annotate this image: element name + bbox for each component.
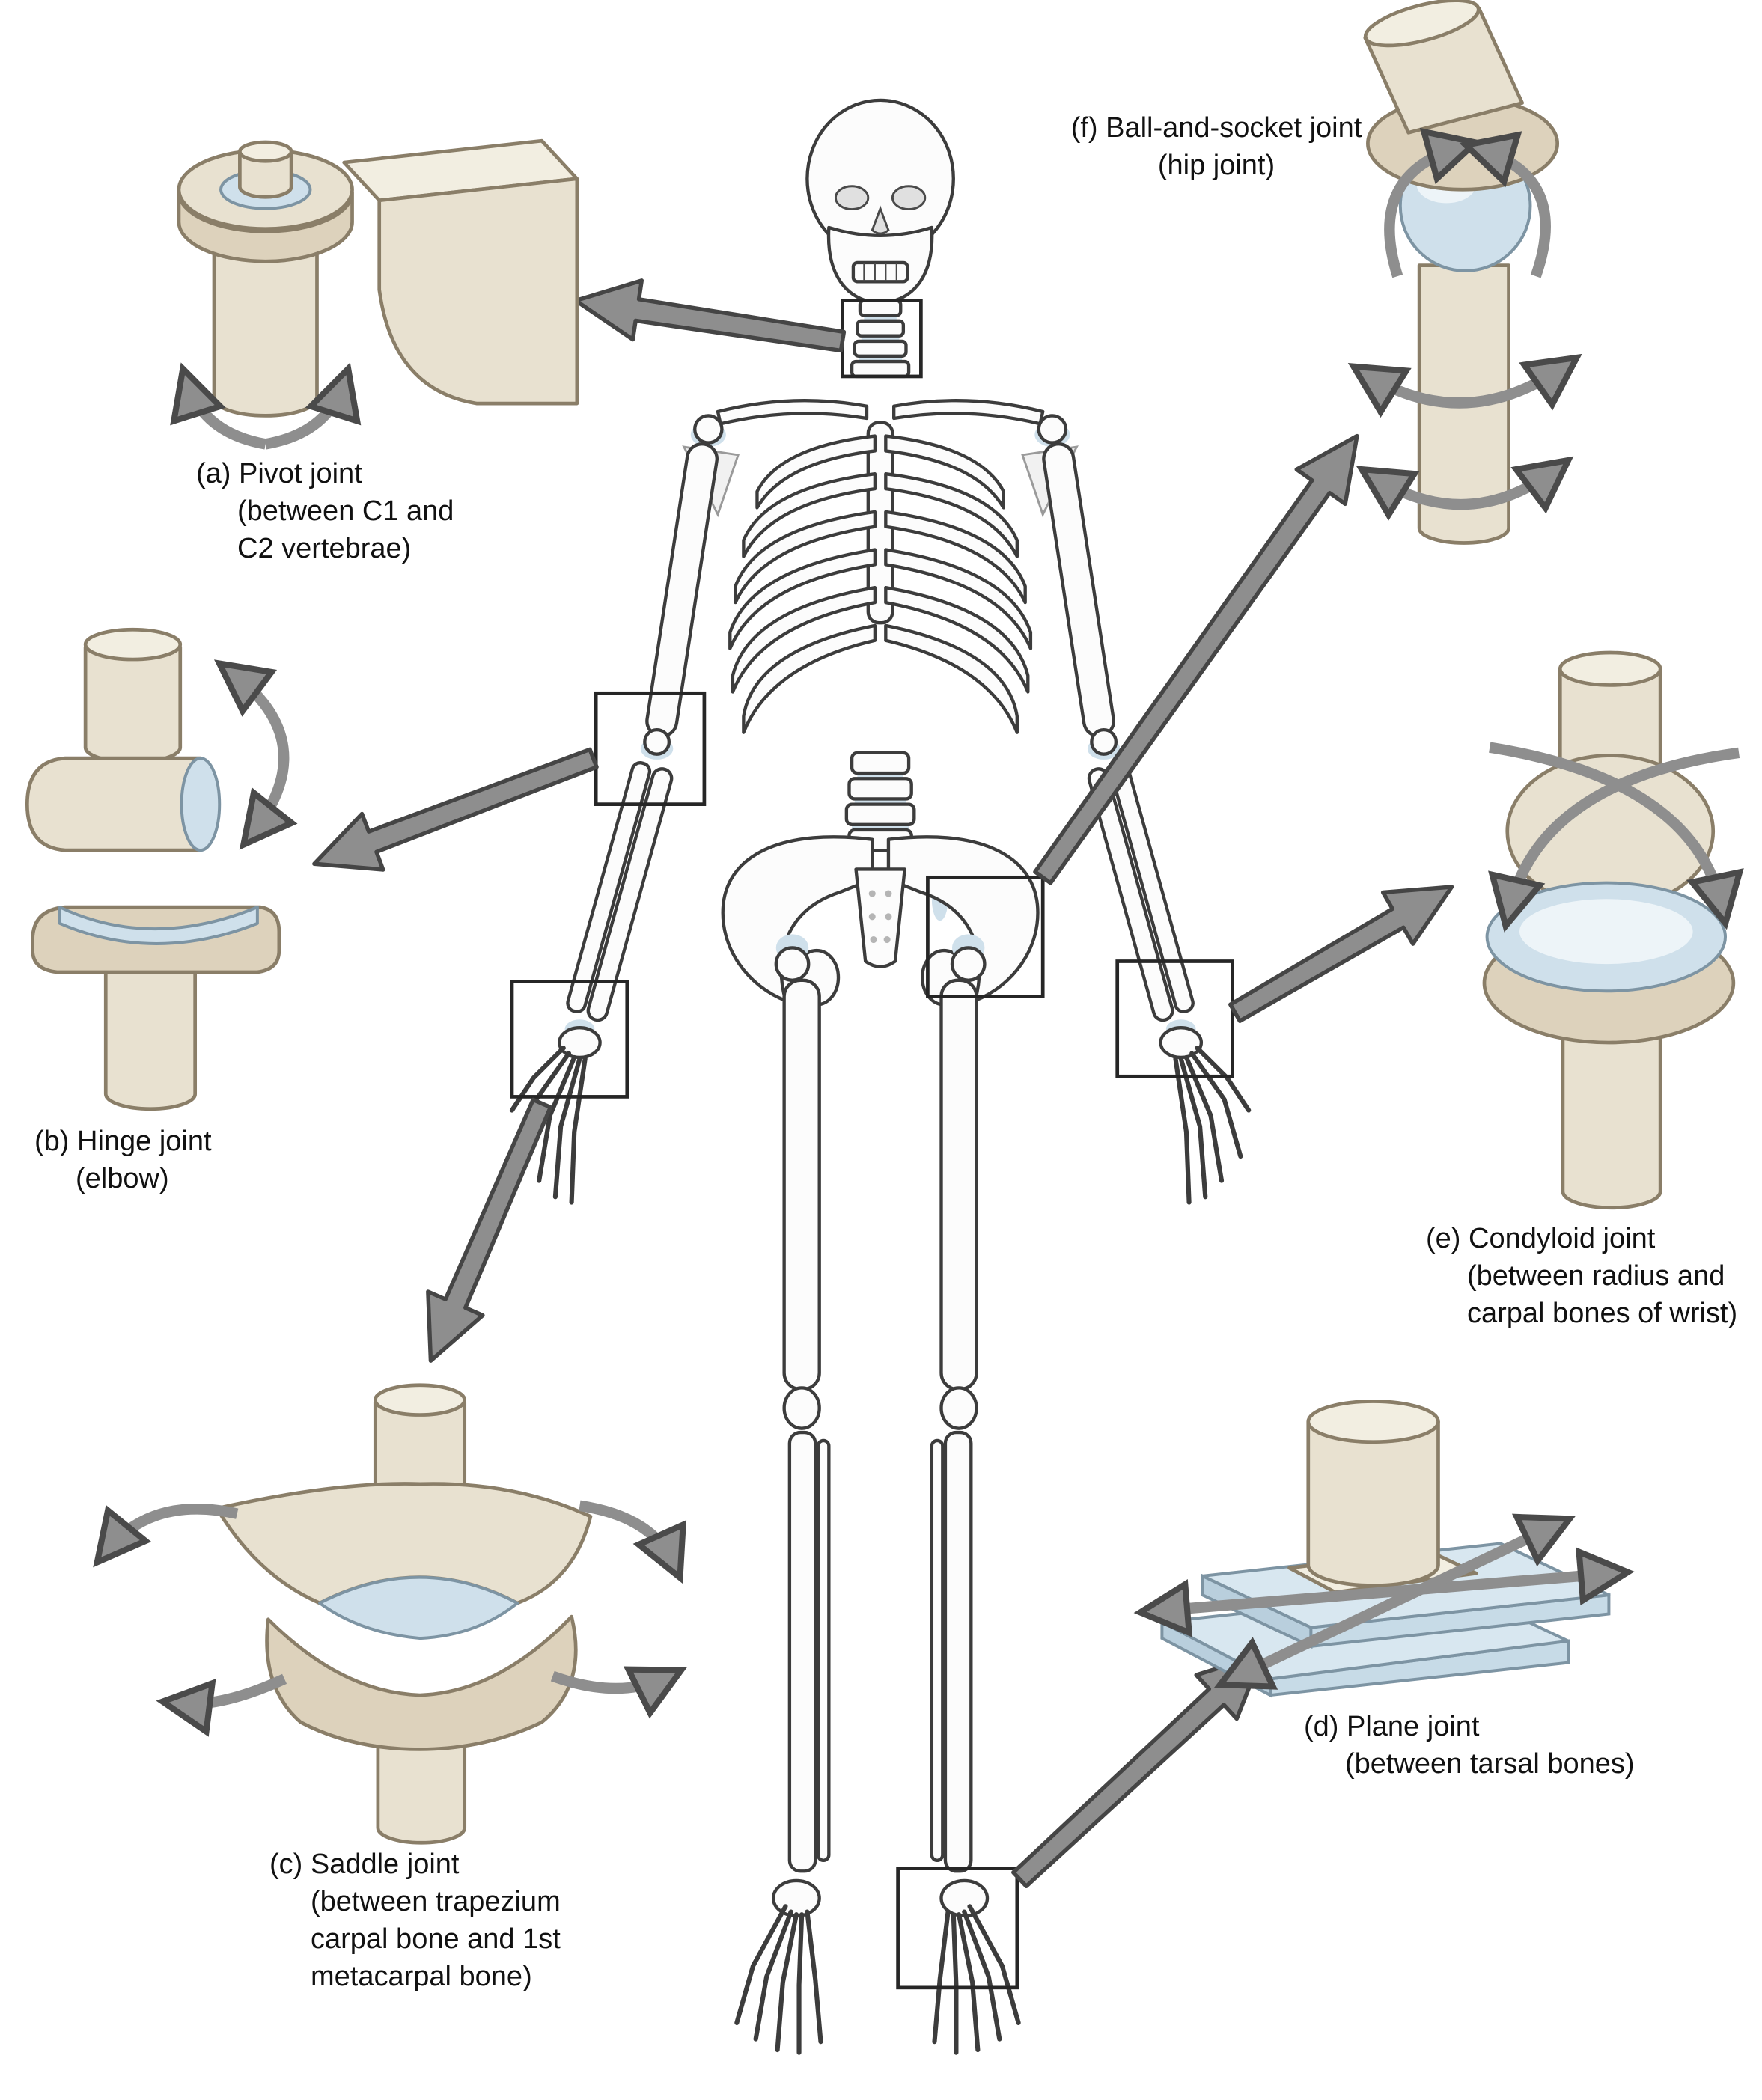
- label-saddle-joint: (c) Saddle joint (between trapezium carp…: [269, 1849, 561, 1993]
- eye-socket-left: [834, 185, 870, 210]
- connector-arrow: [312, 747, 599, 872]
- skeleton: [509, 98, 1252, 2055]
- label-plane-joint: (d) Plane joint (between tarsal bones): [1304, 1711, 1635, 1780]
- highlight-box-left-elbow: [594, 691, 707, 806]
- skull: [805, 98, 955, 305]
- cartilage-surface: [58, 906, 259, 945]
- connector-arrows: [312, 278, 1454, 1889]
- ball-and-socket-joint-illustration: [1347, 0, 1582, 545]
- motion-arrow: [1384, 127, 1483, 278]
- label-pivot-joint: (a) Pivot joint (between C1 and C2 verte…: [196, 458, 454, 565]
- cartilage-surface: [318, 1575, 519, 1640]
- hinge-joint-illustration: [25, 627, 298, 1111]
- motion-arrow: [1488, 747, 1740, 933]
- eye-socket-right: [891, 185, 927, 210]
- pelvis: [721, 835, 1040, 1007]
- cervical-spine: [850, 299, 911, 379]
- motion-arrow: [264, 362, 362, 450]
- connector-arrow: [573, 278, 847, 353]
- plane-joint-illustration: [1133, 1400, 1635, 1698]
- connector-arrow: [426, 1097, 553, 1363]
- label-hinge-joint: (b) Hinge joint (elbow): [34, 1126, 212, 1195]
- motion-arrow: [156, 1673, 287, 1737]
- connector-arrow: [1011, 1652, 1264, 1889]
- leg-right: [930, 978, 1021, 2055]
- motion-arrow: [213, 659, 298, 850]
- connector-arrow: [1033, 433, 1359, 885]
- highlight-box-left-wrist: [510, 980, 629, 1099]
- highlight-boxes: [510, 299, 1234, 1990]
- highlight-box-right-wrist: [1115, 959, 1234, 1078]
- lumbar-spine: [844, 751, 916, 852]
- arm-right: [1042, 442, 1252, 1205]
- motion-arrow: [550, 1666, 688, 1719]
- rib-cage: [728, 421, 1033, 734]
- motion-arrow: [1347, 353, 1582, 418]
- highlight-box-right-ankle: [896, 1867, 1019, 1990]
- motion-arrow: [1489, 742, 1744, 930]
- connector-arrow: [1228, 885, 1454, 1023]
- highlight-box-hip: [926, 875, 1045, 998]
- motion-arrow: [1214, 1513, 1576, 1690]
- motion-arrow: [93, 1504, 239, 1568]
- saddle-joint-illustration: [93, 1383, 688, 1845]
- motion-arrow: [170, 362, 267, 450]
- motion-arrow: [1356, 456, 1574, 521]
- cartilage-surface: [180, 757, 222, 852]
- motion-arrow: [579, 1500, 687, 1584]
- leg-left: [734, 978, 831, 2055]
- nasal-opening: [871, 205, 890, 235]
- label-ball-and-socket-joint: (f) Ball-and-socket joint (hip joint): [1070, 112, 1362, 182]
- motion-arrow: [1459, 131, 1551, 278]
- condyloid-joint-illustration: [1482, 650, 1744, 1210]
- label-condyloid-joint: (e) Condyloid joint (between radius and …: [1426, 1223, 1738, 1330]
- pivot-joint-illustration: [170, 138, 579, 450]
